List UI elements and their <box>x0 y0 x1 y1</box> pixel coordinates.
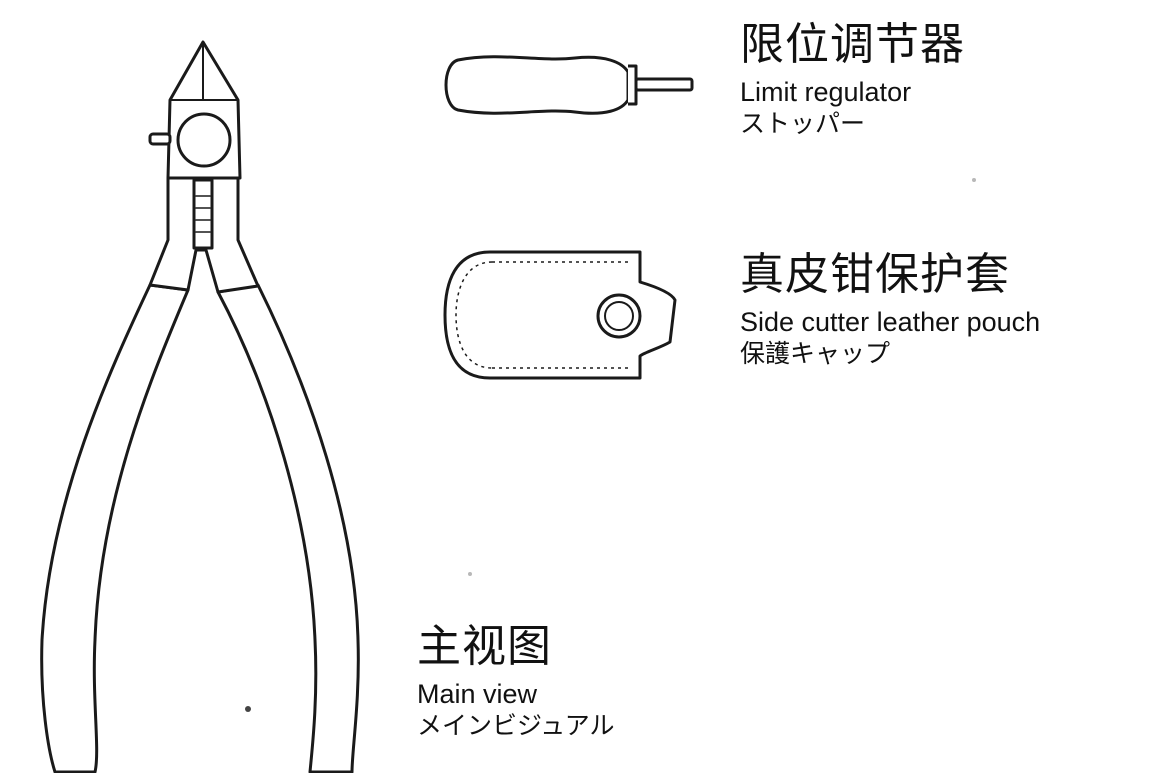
scan-speck <box>245 706 251 712</box>
screwdriver-icon <box>444 55 694 115</box>
pouch-body <box>443 250 677 380</box>
label-en: Limit regulator <box>740 76 912 107</box>
spring-slot <box>192 178 214 250</box>
stopper-pin <box>148 132 172 146</box>
regulator-shaft <box>634 77 694 92</box>
label-zh: 限位调节器 <box>740 19 965 70</box>
label-zh: 真皮钳保护套 <box>740 249 1010 300</box>
label-limit-regulator: 限位调节器 Limit regulator ストッパー <box>740 19 965 138</box>
left-handle <box>40 283 190 773</box>
pivot-bolt <box>176 112 232 168</box>
pouch-icon <box>443 250 677 380</box>
label-ja: 保護キャップ <box>740 338 891 368</box>
regulator-handle <box>444 55 630 115</box>
scan-speck <box>468 572 472 576</box>
pouch-stitching <box>455 261 630 369</box>
label-main-view: 主视图 Main view メインビジュアル <box>417 621 615 740</box>
label-leather-pouch: 真皮钳保护套 Side cutter leather pouch 保護キャップ <box>740 249 1041 368</box>
right-handle <box>216 283 360 773</box>
label-en: Side cutter leather pouch <box>740 306 1041 337</box>
label-ja: ストッパー <box>740 108 866 138</box>
scan-speck <box>972 178 976 182</box>
side-cutter-pliers-icon <box>40 40 360 773</box>
label-en: Main view <box>417 678 538 709</box>
label-ja: メインビジュアル <box>417 710 615 740</box>
label-zh: 主视图 <box>417 621 552 672</box>
